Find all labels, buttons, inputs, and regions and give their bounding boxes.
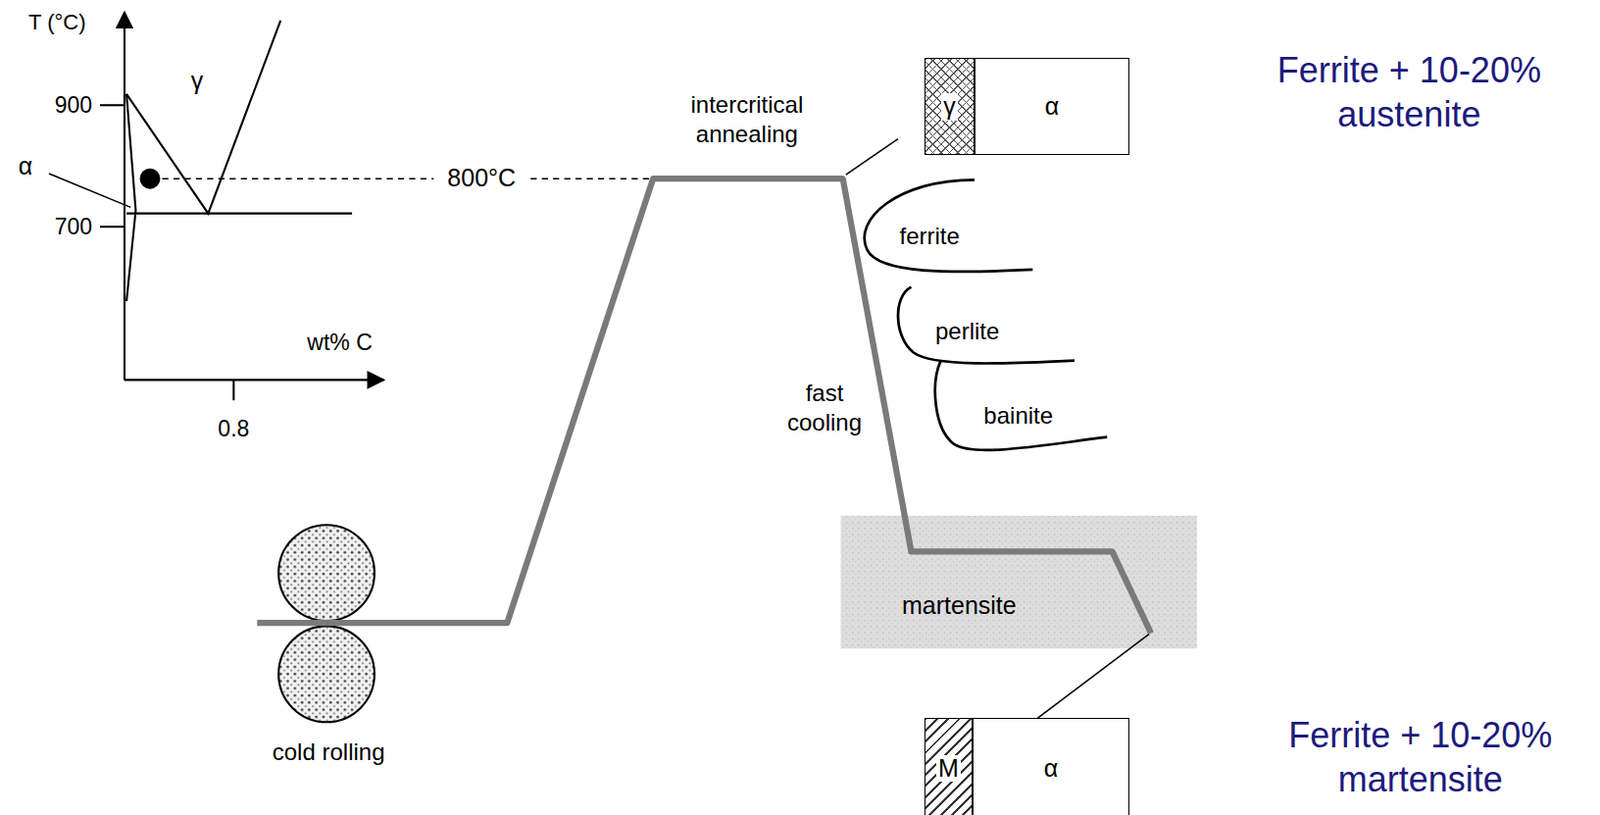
step-label: fast cooling — [779, 378, 870, 438]
axis-value: 700 — [54, 212, 93, 242]
result-note: Ferrite + 10-20% austenite — [1240, 48, 1579, 137]
tick — [100, 103, 125, 106]
phase-label: α — [18, 150, 33, 182]
phase-label: γ — [191, 66, 204, 98]
austenite-box: γ — [924, 57, 975, 155]
region-label: bainite — [983, 400, 1053, 431]
leader-line — [846, 139, 899, 175]
state-dot — [140, 168, 161, 190]
roller — [278, 524, 375, 621]
ferrite-boundary — [126, 94, 136, 301]
process-path — [256, 178, 1151, 633]
leader-line — [1038, 634, 1150, 718]
axis-title: T (°C) — [28, 8, 87, 37]
dashed-line — [530, 178, 653, 180]
temperature-label: 800°C — [447, 163, 516, 195]
region-label: ferrite — [899, 221, 959, 251]
axis-value: 0.8 — [217, 414, 250, 444]
node-label: M — [936, 754, 961, 783]
perlite-curve — [898, 287, 1075, 364]
tick — [100, 225, 125, 228]
bainite-curve — [935, 360, 1107, 450]
martensite-band: martensite — [841, 515, 1198, 649]
leader-line — [49, 173, 131, 207]
node-label: α — [1043, 93, 1061, 121]
eutectoid-line — [126, 212, 352, 215]
roller — [278, 625, 375, 722]
node-label: γ — [941, 93, 958, 121]
ferrite-box: α — [972, 717, 1130, 815]
carbon-axis — [124, 378, 384, 381]
step-label: intercritical annealing — [660, 90, 833, 150]
phase-boundary — [126, 20, 281, 214]
node-label: α — [1042, 754, 1060, 783]
phase-diagram — [49, 11, 653, 400]
tick — [232, 379, 235, 400]
transformation-curves — [864, 179, 1108, 450]
ferrite-curve — [864, 179, 1034, 272]
temperature-axis — [123, 11, 126, 380]
region-label: perlite — [935, 316, 1000, 347]
result-note: Ferrite + 10-20% martensite — [1250, 712, 1590, 801]
martensite-box: M — [924, 717, 973, 815]
axis-value: 900 — [54, 91, 93, 120]
step-label: cold rolling — [272, 737, 386, 767]
ferrite-box: α — [974, 57, 1130, 155]
node-label: martensite — [900, 592, 1019, 620]
axis-title: wt% C — [306, 327, 372, 356]
dashed-line — [161, 178, 434, 180]
martensite-band — [841, 515, 1198, 649]
